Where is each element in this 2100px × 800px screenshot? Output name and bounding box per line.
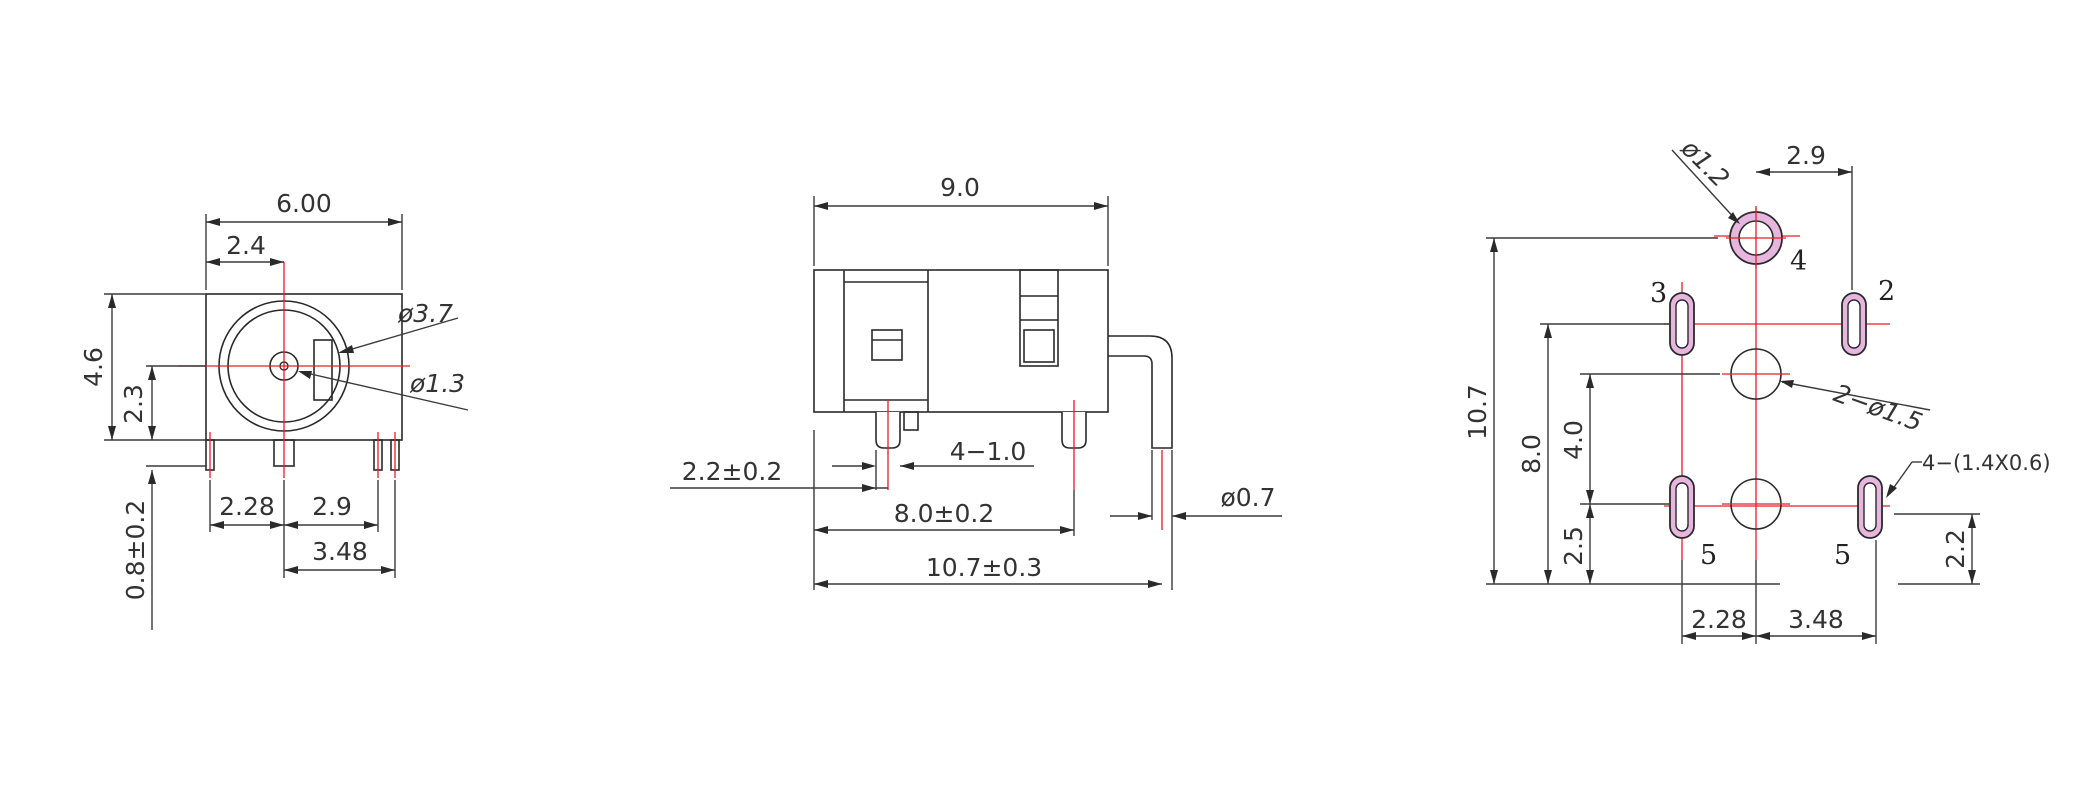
front-hole-offset-label: 2.4 xyxy=(226,231,266,260)
front-width-label: 6.00 xyxy=(276,189,332,218)
pcb-row-low-label: 2.5 xyxy=(1559,526,1588,566)
front-view: 6.00 2.4 4.6 2.3 ø3.7 ø1.3 0.8±0.2 xyxy=(79,189,469,630)
pcb-pin-4-label: 4 xyxy=(1790,246,1807,277)
side-window-right xyxy=(1023,329,1055,363)
pcb-edge-offset-label: 2.2 xyxy=(1941,529,1970,569)
side-view: 9.0 2.2±0.2 4−1.0 8.0±0.2 10.7±0.3 ø0.7 xyxy=(670,173,1282,590)
side-latch-frame xyxy=(1019,269,1059,367)
pcb-slot-3 xyxy=(1669,292,1695,356)
side-pin-width-label: 4−1.0 xyxy=(950,437,1027,466)
side-bent-lead xyxy=(1108,335,1173,449)
pcb-total-height-label: 10.7 xyxy=(1463,384,1492,440)
front-pitch-outer-label: 3.48 xyxy=(312,537,368,566)
pcb-slot-5-left xyxy=(1669,475,1695,539)
pcb-pitch-right-label: 3.48 xyxy=(1788,605,1844,634)
pcb-pad-4 xyxy=(1726,208,1786,268)
pcb-layout: 4 3 2 5 5 ø1.2 2.9 10.7 8.0 xyxy=(1463,133,2051,644)
pcb-pin-2-label: 2 xyxy=(1878,276,1895,307)
pcb-hole-diameter-label: 2−ø1.5 xyxy=(1830,378,1926,437)
front-center-height-label: 2.3 xyxy=(119,384,148,424)
pcb-slot-5-right xyxy=(1857,475,1883,539)
front-height-label: 4.6 xyxy=(79,347,108,387)
front-pitch-right-label: 2.9 xyxy=(312,492,352,521)
side-overall-length-label: 10.7±0.3 xyxy=(926,553,1042,582)
pcb-pin-5-right-label: 5 xyxy=(1834,540,1851,571)
pcb-pin-3-label: 3 xyxy=(1650,278,1667,309)
front-outer-diameter-label: ø3.7 xyxy=(397,299,453,328)
pcb-pitch-left-label: 2.28 xyxy=(1691,605,1747,634)
side-window-left xyxy=(871,329,903,361)
side-length-label: 9.0 xyxy=(940,173,980,202)
front-standoff-label: 0.8±0.2 xyxy=(121,500,150,600)
pcb-pin-5-left-label: 5 xyxy=(1700,540,1717,571)
side-body xyxy=(813,269,1109,413)
pcb-offset-x-label: 2.9 xyxy=(1786,141,1826,170)
side-pin-inset-label: 2.2±0.2 xyxy=(682,457,782,486)
pcb-slot-size-label: 4−(1.4X0.6) xyxy=(1922,451,2051,475)
front-pin-diameter-label: ø1.3 xyxy=(409,369,465,398)
side-lead-diameter-label: ø0.7 xyxy=(1220,483,1275,512)
side-pin-span-label: 8.0±0.2 xyxy=(894,499,994,528)
front-pitch-left-label: 2.28 xyxy=(219,492,275,521)
side-pin-2 xyxy=(903,411,919,431)
pcb-hole-row-label: 4.0 xyxy=(1559,420,1588,460)
pcb-row-height-label: 8.0 xyxy=(1517,434,1546,474)
front-latch xyxy=(313,339,333,401)
pcb-slot-2 xyxy=(1841,292,1867,356)
